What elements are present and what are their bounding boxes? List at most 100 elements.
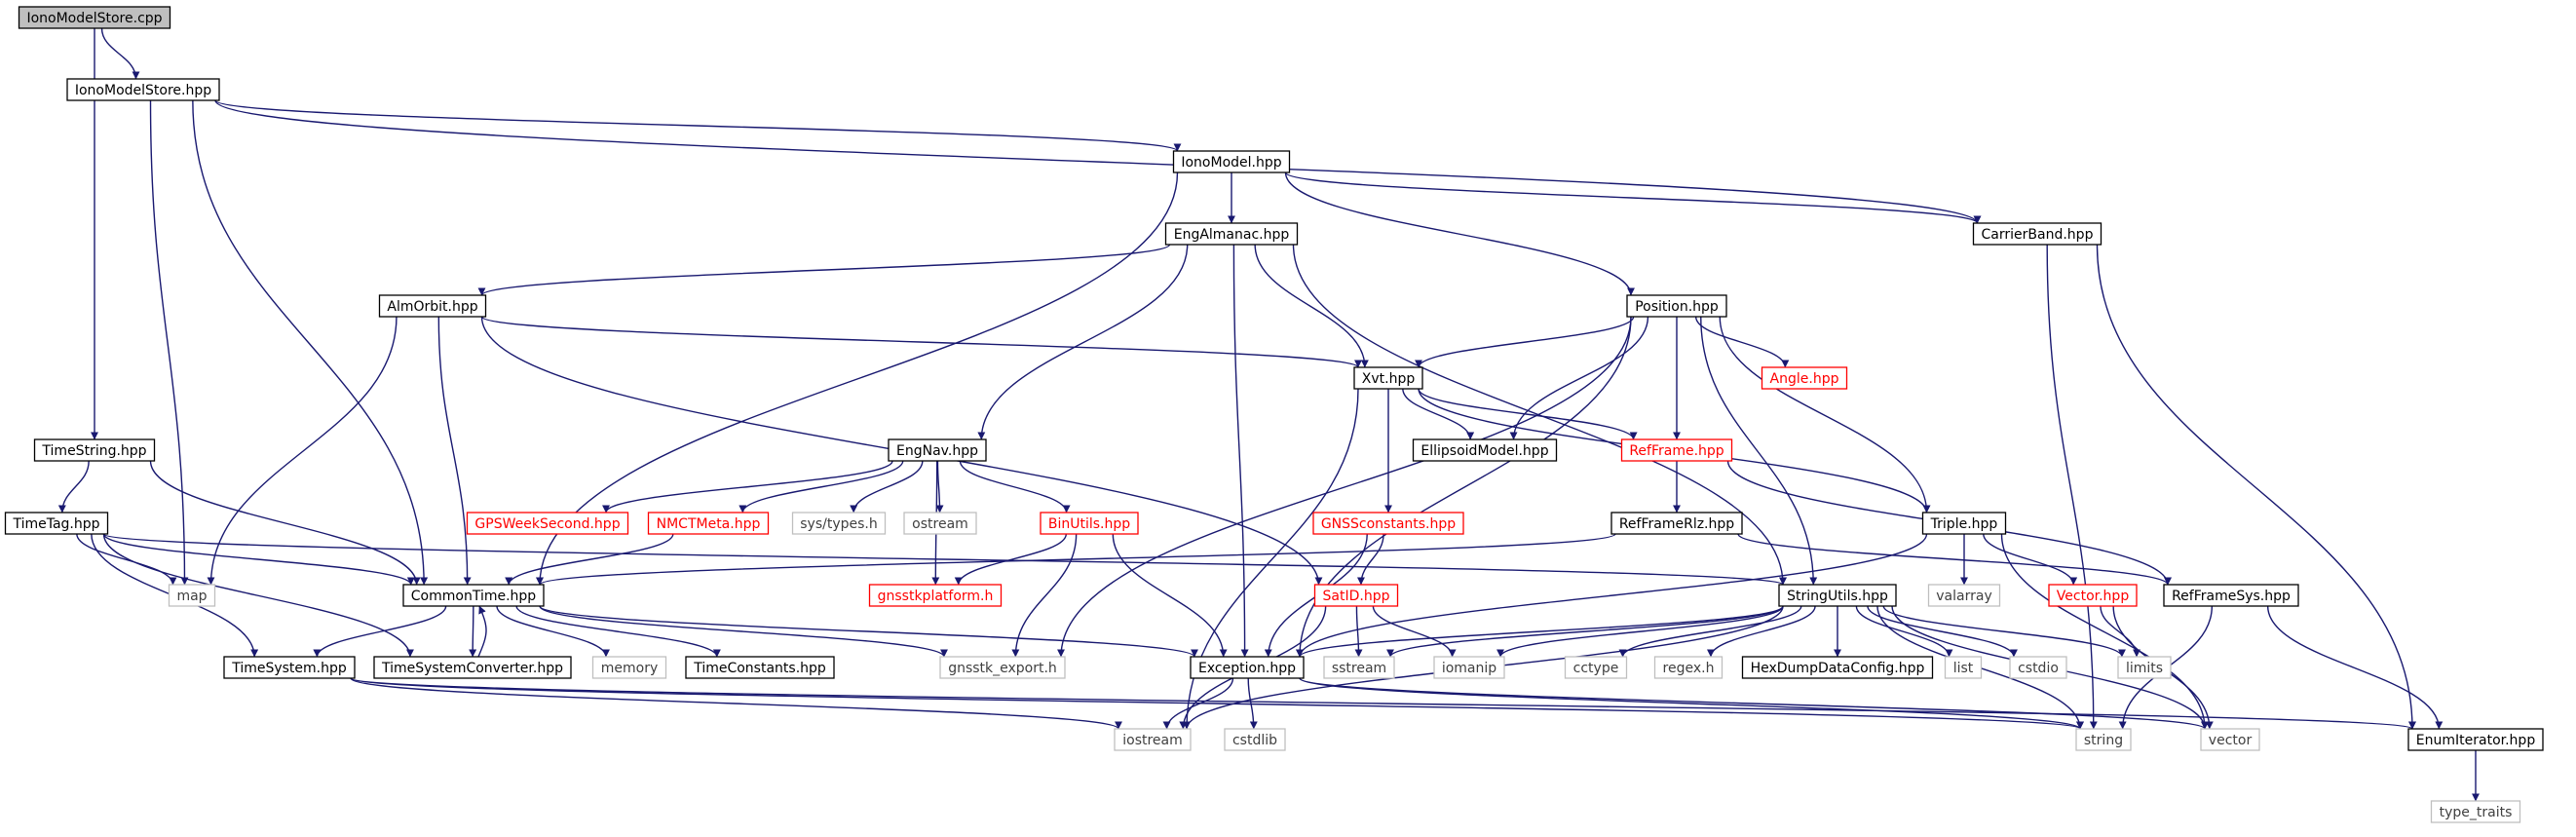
node-ionomodelstore-hpp[interactable]: IonoModelStore.hpp — [66, 78, 220, 101]
node-timesystemconverter-hpp[interactable]: TimeSystemConverter.hpp — [373, 656, 572, 679]
node-nmctmeta-hpp[interactable]: NMCTMeta.hpp — [647, 512, 770, 535]
node-label: iostream — [1122, 733, 1183, 748]
edge-path — [536, 533, 1616, 586]
node-carrierband-hpp[interactable]: CarrierBand.hpp — [1972, 222, 2102, 246]
node-label: SatID.hpp — [1323, 589, 1390, 604]
node-enumiterator-hpp[interactable]: EnumIterator.hpp — [2407, 728, 2544, 751]
node-timesystem-hpp[interactable]: TimeSystem.hpp — [223, 656, 356, 679]
node-label: Triple.hpp — [1930, 516, 1998, 532]
node-ostream: ostream — [903, 512, 977, 535]
node-ionomodelstore-cpp[interactable]: IonoModelStore.cpp — [18, 6, 171, 29]
node-ionomodel-hpp[interactable]: IonoModel.hpp — [1172, 150, 1291, 173]
edge-path — [1700, 316, 1818, 586]
node-box — [378, 294, 487, 318]
node-angle-hpp[interactable]: Angle.hpp — [1761, 366, 1848, 390]
edge-engnav-hpp-to-ostream — [935, 460, 944, 514]
node-box — [2009, 656, 2067, 679]
node-gnssconstants-hpp[interactable]: GNSSconstants.hpp — [1312, 512, 1464, 535]
edge-path — [1162, 677, 1234, 730]
node-box — [1778, 584, 1897, 607]
node-engnav-hpp[interactable]: EngNav.hpp — [888, 438, 987, 462]
node-timeconstants-hpp[interactable]: TimeConstants.hpp — [685, 656, 835, 679]
node-box — [1353, 366, 1423, 390]
node-refframerlz-hpp[interactable]: RefFrameRlz.hpp — [1610, 512, 1743, 535]
node-triple-hpp[interactable]: Triple.hpp — [1921, 512, 2007, 535]
node-stringutils-hpp[interactable]: StringUtils.hpp — [1778, 584, 1897, 607]
node-type-traits: type_traits — [2430, 800, 2521, 823]
edge-binutils-hpp-to-gnsstkplatform-h — [954, 533, 1067, 586]
node-label: RefFrame.hpp — [1629, 443, 1724, 459]
edge-path — [1372, 605, 1457, 658]
edge-path — [214, 99, 1182, 152]
node-box — [1312, 512, 1464, 535]
edge-path — [480, 316, 1362, 368]
edge-path — [1299, 677, 2209, 730]
edge-path — [1855, 605, 1953, 658]
node-commontime-hpp[interactable]: CommonTime.hpp — [402, 584, 545, 607]
node-vector-hpp[interactable]: Vector.hpp — [2048, 584, 2138, 607]
edge-ionomodelstore-hpp-to-map — [149, 99, 189, 586]
edge-position-hpp-to-angle-hpp — [1694, 316, 1790, 368]
edge-commontime-hpp-to-gnsstk-export-h — [539, 605, 948, 658]
edge-vector-hpp-to-limits — [2100, 605, 2141, 658]
node-label: TimeTag.hpp — [12, 516, 99, 532]
node-refframesys-hpp[interactable]: RefFrameSys.hpp — [2163, 584, 2299, 607]
node-box — [2407, 728, 2544, 751]
edge-stringutils-hpp-to-cctype — [1618, 605, 1802, 658]
node-label: StringUtils.hpp — [1787, 589, 1888, 604]
node-label: type_traits — [2440, 805, 2513, 820]
node-engalmanac-hpp[interactable]: EngAlmanac.hpp — [1164, 222, 1299, 246]
node-position-hpp[interactable]: Position.hpp — [1626, 294, 1727, 318]
node-box — [66, 78, 220, 101]
node-box — [1741, 656, 1934, 679]
node-label: IonoModelStore.cpp — [26, 11, 162, 26]
edge-path — [959, 460, 1071, 514]
node-label: AlmOrbit.hpp — [387, 299, 477, 315]
node-sys-types-h: sys/types.h — [791, 512, 887, 535]
node-label: cstdio — [2018, 661, 2059, 676]
edge-commontime-hpp-to-timeconstants-hpp — [515, 605, 721, 658]
nodes-layer: IonoModelStore.cppIonoModelStore.hppIono… — [4, 6, 2544, 823]
edge-almorbit-hpp-to-xvt-hpp — [480, 316, 1362, 368]
edge-path — [1719, 316, 1931, 514]
node-hexdumpdataconfig-hpp[interactable]: HexDumpDataConfig.hpp — [1741, 656, 1934, 679]
edge-path — [1284, 171, 1635, 296]
edge-stringutils-hpp-to-limits — [1882, 605, 2126, 658]
edge-path — [850, 460, 924, 514]
node-timestring-hpp[interactable]: TimeString.hpp — [33, 438, 156, 462]
edge-timestring-hpp-to-commontime-hpp — [149, 460, 421, 586]
node-label: Angle.hpp — [1770, 371, 1839, 387]
node-ellipsoidmodel-hpp[interactable]: EllipsoidModel.hpp — [1412, 438, 1558, 462]
edge-triple-hpp-to-vector — [2000, 533, 2209, 730]
node-box — [402, 584, 545, 607]
node-gpsweeksecond-hpp[interactable]: GPSWeekSecond.hpp — [466, 512, 629, 535]
edge-xvt-hpp-to-ellipsoidmodel-hpp — [1402, 388, 1475, 440]
edge-engnav-hpp-to-binutils-hpp — [959, 460, 1071, 514]
node-timetag-hpp[interactable]: TimeTag.hpp — [4, 512, 109, 535]
edge-position-hpp-to-gnsstk-export-h — [1057, 316, 1632, 658]
edge-stringutils-hpp-to-cstdio — [1867, 605, 2018, 658]
node-gnsstk-export-h: gnsstk_export.h — [939, 656, 1066, 679]
node-cstdio: cstdio — [2009, 656, 2067, 679]
node-refframe-hpp[interactable]: RefFrame.hpp — [1620, 438, 1733, 462]
edge-engnav-hpp-to-gpsweeksecond-hpp — [602, 460, 893, 514]
edge-path — [100, 27, 140, 80]
node-almorbit-hpp[interactable]: AlmOrbit.hpp — [378, 294, 487, 318]
node-gnsstkplatform-h[interactable]: gnsstkplatform.h — [868, 584, 1003, 607]
node-xvt-hpp[interactable]: Xvt.hpp — [1353, 366, 1423, 390]
edge-timetag-hpp-to-timesystemconverter-hpp — [102, 533, 414, 658]
node-label: GPSWeekSecond.hpp — [474, 516, 620, 532]
edge-stringutils-hpp-to-regex-h — [1706, 605, 1816, 658]
edge-path — [214, 99, 1982, 224]
node-exception-hpp[interactable]: Exception.hpp — [1190, 656, 1305, 679]
node-label: TimeString.hpp — [41, 443, 146, 459]
edge-path — [477, 244, 1171, 296]
node-label: Vector.hpp — [2057, 589, 2130, 604]
node-satid-hpp[interactable]: SatID.hpp — [1313, 584, 1399, 607]
node-box — [1114, 728, 1192, 751]
edge-path — [2046, 244, 2098, 730]
edge-refframesys-hpp-to-enumiterator-hpp — [2266, 605, 2443, 730]
edge-path — [1296, 605, 1784, 658]
node-binutils-hpp[interactable]: BinUtils.hpp — [1040, 512, 1139, 535]
edge-path — [496, 605, 610, 658]
